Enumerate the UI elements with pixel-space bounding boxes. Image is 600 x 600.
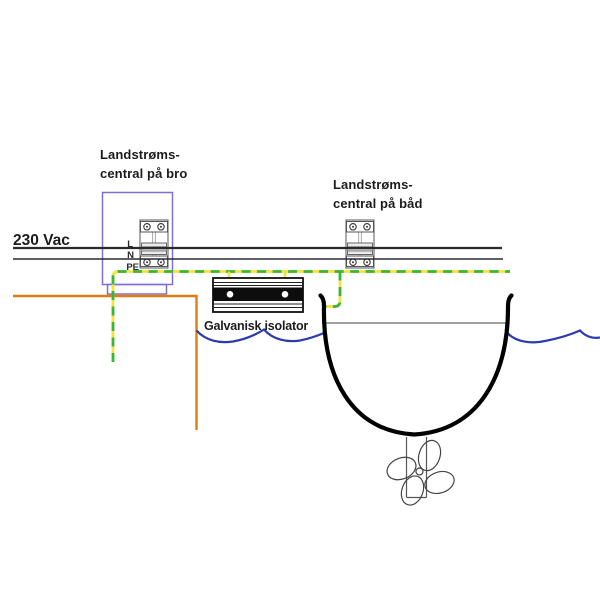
boat-panel-label: Landstrøms- central på båd <box>333 177 423 211</box>
wire-label-earth: PE <box>126 262 139 273</box>
galvanic-isolator <box>212 277 304 313</box>
isolator-label: Galvanisk isolator <box>204 319 308 333</box>
wire-label-live: L <box>127 239 133 250</box>
boat-hull <box>318 293 514 437</box>
pe-wire <box>111 270 510 362</box>
water-line-right <box>507 329 600 344</box>
boat-panel-label-line1: Landstrøms- <box>333 177 413 192</box>
shore-panel-box <box>101 191 174 295</box>
shore-panel-label: Landstrøms- central på bro <box>100 147 187 181</box>
shore-panel-label-line1: Landstrøms- <box>100 147 180 162</box>
voltage-label: 230 Vac <box>13 232 70 249</box>
dock-outline <box>13 294 198 430</box>
isolator-terminal-right <box>281 291 289 298</box>
prop-hub <box>415 467 424 476</box>
water-line-left <box>195 328 325 344</box>
shore-panel-label-line2: central på bro <box>100 166 187 181</box>
hull-bond-wire <box>324 271 342 308</box>
wire-label-neutral: N <box>127 250 134 261</box>
shore-breaker <box>139 219 169 269</box>
boat-panel-label-line2: central på båd <box>333 196 423 211</box>
boat-breaker <box>345 219 375 269</box>
isolator-terminal-left <box>226 291 234 298</box>
propeller <box>386 439 455 506</box>
shore-panel-base <box>106 283 168 295</box>
prop-strut <box>405 437 428 499</box>
